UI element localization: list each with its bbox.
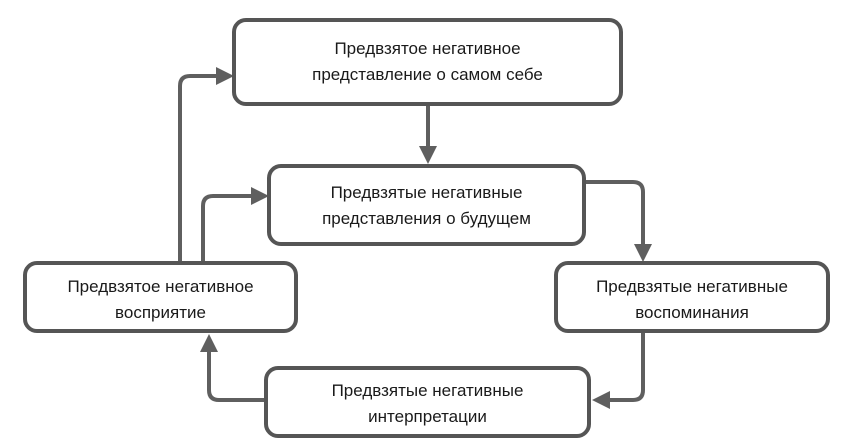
arrow-future-to-memories	[585, 180, 645, 246]
node-memories: Предвзятые негативные воспоминания	[554, 261, 830, 333]
node-self-line2: представление о самом себе	[312, 65, 543, 84]
arrow-memories-to-interpretations	[608, 332, 645, 402]
arrowhead-future-to-memories	[634, 244, 652, 262]
node-self-line1: Предвзятое негативное	[334, 39, 520, 58]
node-future-representations: Предвзятые негативные представления о бу…	[267, 164, 586, 246]
node-memories-line1: Предвзятые негативные	[596, 277, 788, 296]
node-perception-line2: восприятие	[115, 303, 206, 322]
node-perception-box	[23, 261, 298, 333]
node-future-box	[267, 164, 586, 246]
node-memories-line2: воспоминания	[635, 303, 749, 322]
connectors	[178, 67, 652, 409]
node-future-line1: Предвзятые негативные	[331, 183, 523, 202]
node-memories-box	[554, 261, 830, 333]
arrow-interpretations-to-perception	[207, 350, 266, 402]
node-self-box	[232, 18, 623, 106]
node-perception: Предвзятое негативное восприятие	[23, 261, 298, 333]
arrow-perception-to-future	[201, 194, 253, 262]
arrowhead-memories-to-interpretations	[592, 391, 610, 409]
node-interpretations-box	[264, 366, 591, 438]
arrow-perception-to-self	[178, 74, 218, 262]
node-interpretations-line1: Предвзятые негативные	[332, 381, 524, 400]
node-self-representation: Предвзятое негативное представление о са…	[232, 18, 623, 106]
arrowhead-perception-to-self	[216, 67, 234, 85]
arrowhead-interpretations-to-perception	[200, 334, 218, 352]
arrowhead-perception-to-future	[251, 187, 269, 205]
node-future-line2: представления о будущем	[322, 209, 531, 228]
node-interpretations: Предвзятые негативные интерпретации	[264, 366, 591, 438]
arrowhead-self-to-future	[419, 146, 437, 164]
node-interpretations-line2: интерпретации	[368, 407, 487, 426]
node-perception-line1: Предвзятое негативное	[67, 277, 253, 296]
